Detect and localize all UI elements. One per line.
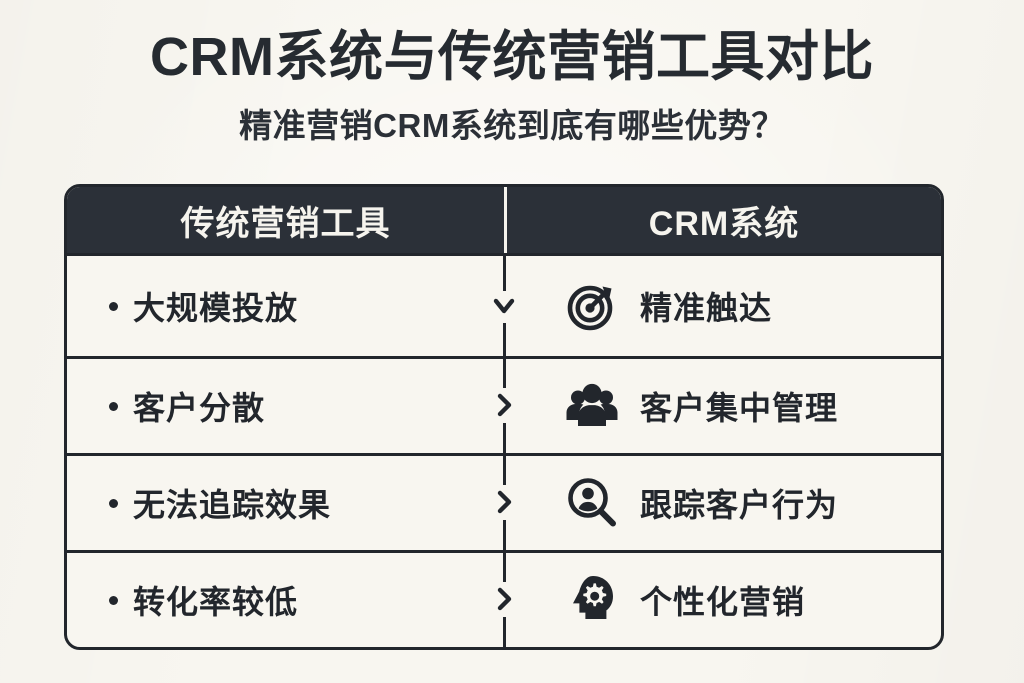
bullet-icon	[109, 401, 118, 411]
row-1-right-label: 精准触达	[640, 290, 773, 326]
head-gear-icon	[564, 572, 620, 628]
row-4-left-cell: 转化率较低	[67, 553, 504, 647]
row-2-right-cell: 客户集中管理	[504, 359, 941, 453]
table-header-row: 传统营销工具 CRM系统	[67, 187, 941, 253]
bullet-icon	[109, 498, 118, 508]
comparison-table: 传统营销工具 CRM系统 大规模投放 精准触达	[64, 184, 944, 650]
row-4-right-cell: 个性化营销	[504, 553, 941, 647]
people-group-icon	[564, 378, 620, 434]
page-subtitle: 精准营销CRM系统到底有哪些优势？	[239, 107, 785, 144]
table-row: 大规模投放 精准触达	[67, 253, 941, 356]
row-2-right-label: 客户集中管理	[640, 390, 839, 426]
user-magnifier-icon	[564, 475, 620, 531]
table-row: 转化率较低 个性化营销	[67, 550, 941, 647]
row-2-left-label: 客户分散	[133, 390, 266, 426]
row-3-right-label: 跟踪客户行为	[640, 487, 839, 523]
page-title: CRM系统与传统营销工具对比	[150, 27, 874, 87]
column-header-crm: CRM系统	[504, 187, 941, 253]
table-row: 无法追踪效果 跟踪客户行为	[67, 453, 941, 550]
row-1-right-cell: 精准触达	[504, 256, 941, 356]
row-3-left-cell: 无法追踪效果	[67, 456, 504, 550]
row-1-left-cell: 大规模投放	[67, 256, 504, 356]
row-2-left-cell: 客户分散	[67, 359, 504, 453]
row-3-right-cell: 跟踪客户行为	[504, 456, 941, 550]
table-row: 客户分散 客户集中管理	[67, 356, 941, 453]
row-1-left-label: 大规模投放	[133, 290, 299, 326]
target-arrow-icon	[564, 278, 620, 334]
column-header-traditional: 传统营销工具	[180, 204, 391, 243]
bullet-icon	[109, 301, 118, 311]
bullet-icon	[109, 595, 118, 605]
row-4-left-label: 转化率较低	[133, 584, 299, 620]
row-3-left-label: 无法追踪效果	[133, 487, 332, 523]
row-4-right-label: 个性化营销	[640, 584, 806, 620]
